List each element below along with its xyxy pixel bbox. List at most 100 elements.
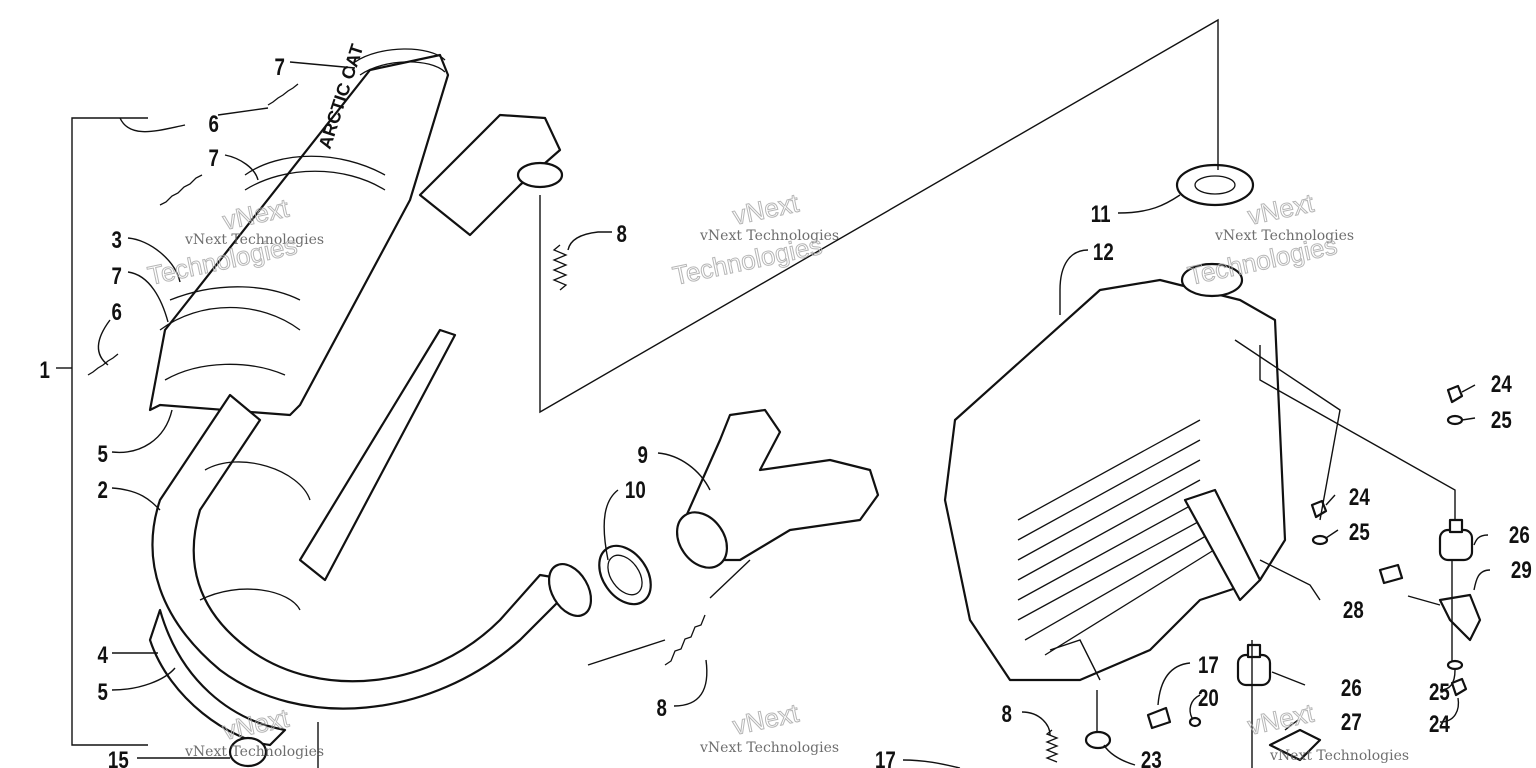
callout-17a: 17 — [875, 747, 896, 768]
callout-25a: 25 — [1491, 407, 1512, 434]
heat-shield — [148, 608, 287, 747]
leader-25c — [1439, 669, 1456, 691]
leader-24b — [1325, 494, 1336, 506]
callout-12: 12 — [1093, 239, 1114, 266]
callout-8c: 8 — [1001, 701, 1011, 728]
leader-26a — [1473, 534, 1489, 546]
callout-24c: 24 — [1429, 711, 1450, 738]
leader-2 — [111, 487, 161, 511]
leader-17b — [1157, 662, 1191, 706]
rubber-mount-lower — [1236, 643, 1272, 687]
leader-6a — [119, 117, 186, 133]
leader-7b — [224, 154, 259, 181]
leader-23 — [1103, 744, 1136, 766]
callout-7b: 7 — [208, 145, 218, 172]
callout-4: 4 — [97, 642, 107, 669]
leader-5a — [111, 409, 173, 454]
leader-5b — [111, 667, 176, 691]
spring-left-top — [267, 83, 299, 106]
callout-15: 15 — [108, 747, 129, 768]
callout-9: 9 — [637, 442, 647, 469]
svg-text:vNext Technologies: vNext Technologies — [184, 232, 324, 248]
callout-6b: 6 — [111, 299, 121, 326]
leader-29 — [1473, 569, 1491, 591]
svg-text:vNext: vNext — [1245, 188, 1317, 231]
callout-26b: 26 — [1341, 675, 1362, 702]
leader-24c — [1439, 697, 1460, 723]
spring-left-mid — [87, 353, 119, 376]
callout-11: 11 — [1091, 201, 1111, 228]
y-pipe-manifold — [675, 408, 880, 569]
callout-3: 3 — [111, 227, 121, 254]
leader-20 — [1189, 694, 1201, 719]
leader-12 — [1059, 249, 1089, 315]
svg-text:vNext Technologies: vNext Technologies — [699, 740, 839, 756]
bolt-17 — [1146, 706, 1172, 730]
leader-7c — [127, 271, 169, 323]
washer-20 — [1188, 716, 1202, 728]
callout-2: 2 — [97, 477, 107, 504]
callout-8a: 8 — [616, 221, 626, 248]
washer-25a — [1446, 414, 1464, 426]
leader-24a — [1461, 384, 1476, 393]
routing-line-mid — [1234, 339, 1341, 521]
exhaust-seal — [598, 544, 652, 606]
routing-line-lower — [1259, 559, 1321, 601]
leader-8b-spring — [587, 639, 666, 666]
callout-24b: 24 — [1349, 484, 1370, 511]
callout-7c: 7 — [111, 263, 121, 290]
mount-bracket-27 — [1268, 728, 1322, 762]
leader-10 — [603, 489, 619, 561]
svg-text:vNext: vNext — [730, 698, 802, 741]
grommet-23 — [1084, 730, 1112, 750]
leader-8b — [673, 659, 708, 707]
leader-11 — [1117, 194, 1181, 214]
leader-8a — [567, 231, 612, 251]
callout-28: 28 — [1343, 597, 1364, 624]
leader-25b — [1325, 529, 1339, 539]
callout-25c: 25 — [1429, 679, 1450, 706]
bolt-28 — [1378, 563, 1404, 585]
grommet-15 — [228, 736, 268, 768]
leader-8c — [1021, 711, 1051, 736]
leader-9 — [657, 452, 711, 491]
watermark-center: vNext vNext Technologies Technologies — [670, 187, 840, 291]
routing-line-top — [539, 18, 1219, 414]
nut-24c — [1450, 677, 1468, 697]
callout-10: 10 — [625, 477, 646, 504]
nut-24b — [1310, 499, 1328, 519]
spring-right-lower — [1045, 729, 1059, 763]
leader-26b — [1271, 671, 1306, 686]
washer-25c — [1446, 659, 1464, 671]
silencer-box — [943, 262, 1287, 682]
leader-17a — [902, 759, 961, 768]
leader-3 — [127, 237, 181, 283]
watermark-bottom-center: vNext vNext Technologies — [699, 697, 839, 756]
svg-text:vNext Technologies: vNext Technologies — [184, 744, 324, 760]
leader-6a-spring — [217, 107, 269, 116]
washer-25b — [1311, 534, 1329, 546]
callout-29: 29 — [1511, 557, 1532, 584]
callout-labels: 1 2 3 4 5 5 6 6 7 7 7 8 8 8 9 10 11 12 1… — [39, 54, 1531, 768]
callout-6a: 6 — [208, 111, 218, 138]
leader-8b-spring2 — [709, 559, 751, 599]
spring-top-center — [552, 244, 568, 291]
callout-23: 23 — [1141, 747, 1162, 768]
callout-7a: 7 — [274, 54, 284, 81]
leader-6b — [97, 319, 111, 366]
leader-28 — [1407, 595, 1441, 606]
watermark-bottom-left: vNext vNext Technologies — [184, 702, 324, 760]
callout-26a: 26 — [1509, 522, 1530, 549]
spring-center-lower — [664, 614, 706, 666]
callout-25b: 25 — [1349, 519, 1370, 546]
callout-8b: 8 — [656, 695, 666, 722]
leader-7a — [289, 61, 356, 69]
callout-1: 1 — [39, 357, 49, 384]
spring-left-upper — [159, 174, 203, 206]
svg-text:vNext Technologies: vNext Technologies — [1214, 228, 1354, 244]
outlet-pipe — [1049, 639, 1101, 681]
muffler: ARCTIC CAT — [148, 42, 450, 417]
callout-27: 27 — [1341, 709, 1362, 736]
